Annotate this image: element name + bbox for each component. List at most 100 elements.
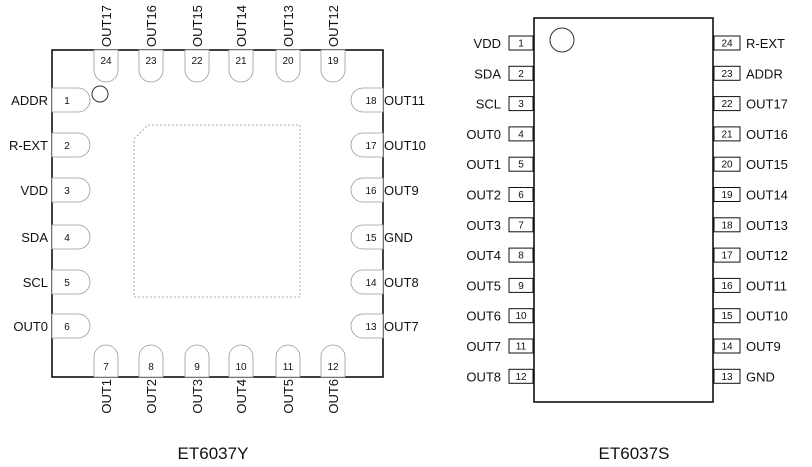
sop-pin-number: 17	[721, 251, 733, 262]
sop-pin-number: 19	[721, 190, 733, 201]
sop-pin-box	[713, 308, 741, 324]
sop-pin-label: OUT8	[466, 369, 501, 384]
qfn-pin-label: OUT9	[384, 183, 419, 198]
qfn-pad	[51, 269, 91, 295]
qfn-pin-number: 19	[327, 56, 339, 67]
sop-pin-label: OUT14	[746, 188, 788, 203]
qfn-pin-label: OUT2	[144, 379, 159, 414]
sop-pin-label: OUT5	[466, 278, 501, 293]
sop-pin-number: 8	[518, 251, 524, 262]
sop-pin-label: OUT11	[746, 278, 787, 293]
sop-pin-number: 11	[516, 342, 527, 353]
sop-pin-box	[713, 338, 741, 354]
sop-pin-label: OUT15	[746, 157, 788, 172]
qfn-pin-number: 16	[365, 186, 377, 197]
sop-pin-box	[713, 65, 741, 81]
sop-pin-label: OUT17	[746, 97, 788, 112]
sop-pin-label: R-EXT	[746, 36, 785, 51]
sop-pin1-marker	[549, 27, 575, 53]
sop-pin-box	[713, 187, 741, 202]
sop-pin-label: VDD	[474, 36, 501, 51]
qfn-pin-label: SCL	[23, 275, 48, 290]
qfn-pad	[51, 224, 91, 250]
sop-pin-label: SDA	[474, 66, 501, 81]
qfn-pin-number: 11	[283, 362, 294, 373]
sop-pin-box	[713, 35, 741, 51]
qfn-pin-number: 24	[100, 56, 112, 67]
qfn-pin-number: 6	[64, 322, 70, 333]
qfn-caption: ET6037Y	[178, 444, 249, 463]
sop-pin-number: 14	[721, 342, 733, 353]
qfn-pin-number: 15	[365, 233, 377, 244]
qfn-pin-label: SDA	[21, 230, 48, 245]
qfn-pin-label: OUT17	[99, 5, 114, 47]
sop-pin-number: 23	[721, 69, 733, 80]
sop-pin-box	[713, 217, 741, 233]
qfn-pad	[350, 132, 384, 158]
qfn-pin-label: OUT4	[234, 379, 249, 414]
sop-pin-label: OUT7	[466, 339, 501, 354]
qfn-pin-number: 2	[64, 141, 70, 152]
sop-pin-box	[713, 277, 741, 293]
qfn-pad	[350, 313, 384, 339]
sop-pin-label: OUT9	[746, 339, 781, 354]
qfn-pin-label: OUT3	[190, 379, 205, 414]
qfn-pin-label: OUT16	[144, 5, 159, 47]
qfn-pin-number: 4	[64, 233, 70, 244]
sop-pin-number: 13	[721, 372, 733, 383]
sop-pin-number: 20	[721, 160, 733, 171]
qfn-pin-label: VDD	[21, 183, 48, 198]
sop-pin-label: OUT12	[746, 248, 788, 263]
qfn-pad	[184, 49, 210, 83]
qfn-pin-number: 5	[64, 278, 70, 289]
qfn-pad	[228, 49, 254, 83]
qfn-pin-number: 20	[282, 56, 294, 67]
sop-pin-label: OUT2	[466, 188, 501, 203]
qfn-pad	[350, 269, 384, 295]
sop-pin-number: 9	[518, 281, 524, 292]
qfn-pin-number: 22	[191, 56, 203, 67]
qfn-pad	[320, 49, 346, 83]
sop-pin-number: 24	[721, 39, 733, 50]
qfn-pin-number: 13	[365, 322, 377, 333]
qfn-pad	[93, 344, 119, 378]
sop-body	[533, 17, 714, 403]
sop-package: 1VDD2SDA3SCL4OUT05OUT16OUT27OUT38OUT49OU…	[466, 17, 788, 463]
qfn-pad	[350, 177, 384, 203]
qfn-pin-number: 3	[64, 186, 70, 197]
qfn-pin-label: OUT12	[326, 5, 341, 47]
qfn-pin-label: OUT1	[99, 379, 114, 414]
qfn-pin-number: 9	[194, 362, 200, 373]
qfn-pad	[320, 344, 346, 378]
qfn-pin-label: GND	[384, 230, 413, 245]
qfn-pin-number: 8	[148, 362, 154, 373]
sop-pin-number: 5	[518, 160, 524, 171]
qfn-pin-label: OUT6	[326, 379, 341, 414]
sop-pin-number: 18	[721, 220, 733, 231]
sop-pin-number: 16	[721, 281, 733, 292]
qfn-pin-number: 21	[235, 56, 247, 67]
qfn-pad	[51, 177, 91, 203]
qfn-pad	[275, 344, 301, 378]
qfn-pin-number: 10	[235, 362, 247, 373]
qfn-pad	[51, 313, 91, 339]
qfn-pad	[350, 224, 384, 250]
sop-pin-label: GND	[746, 369, 775, 384]
qfn-pin-label: OUT15	[190, 5, 205, 47]
qfn-pin-label: R-EXT	[9, 138, 48, 153]
qfn-body	[51, 49, 384, 378]
qfn-pad	[138, 344, 164, 378]
sop-pin-number: 3	[518, 99, 524, 110]
qfn-pin-label: OUT14	[234, 5, 249, 47]
qfn-pin-label: OUT8	[384, 275, 419, 290]
sop-pin-number: 10	[515, 311, 527, 322]
qfn-pad	[51, 87, 91, 113]
qfn-pin-number: 14	[365, 278, 377, 289]
sop-pin-label: OUT13	[746, 218, 788, 233]
sop-pin-number: 15	[721, 311, 733, 322]
sop-pin-box	[713, 156, 741, 172]
sop-pin-number: 21	[721, 129, 733, 140]
sop-pin-number: 12	[515, 372, 527, 383]
